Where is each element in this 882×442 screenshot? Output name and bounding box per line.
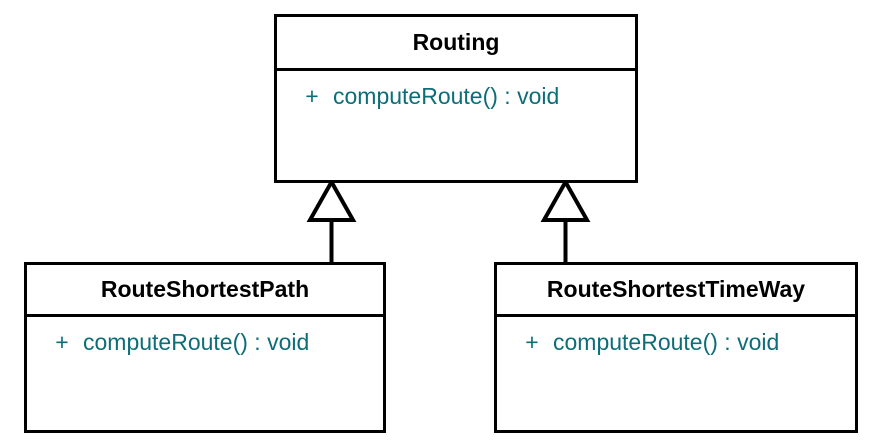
uml-class-name-band: Routing [277, 17, 635, 71]
uml-class-routing[interactable]: Routing + computeRoute() : void [274, 14, 638, 183]
generalization-edge-route-shortest-path[interactable] [296, 177, 368, 268]
uml-class-route-shortest-time-way[interactable]: RouteShortestTimeWay + computeRoute() : … [494, 262, 858, 433]
uml-class-route-shortest-path[interactable]: RouteShortestPath + computeRoute() : voi… [24, 262, 386, 433]
uml-class-name-label: RouteShortestTimeWay [546, 276, 806, 302]
uml-class-name-label: RouteShortestPath [100, 276, 310, 302]
visibility-marker: + [305, 83, 319, 109]
uml-operation-row[interactable]: + computeRoute() : void [291, 83, 635, 110]
operation-signature: computeRoute() : void [83, 329, 310, 355]
hollow-triangle-arrowhead-icon [540, 177, 591, 222]
visibility-marker: + [55, 329, 69, 355]
uml-operation-row[interactable]: + computeRoute() : void [511, 329, 855, 356]
uml-operations-compartment: + computeRoute() : void [497, 317, 855, 430]
uml-operation-row[interactable]: + computeRoute() : void [41, 329, 383, 356]
uml-operations-compartment: + computeRoute() : void [27, 317, 383, 430]
hollow-triangle-arrowhead-icon [306, 177, 357, 222]
operation-signature: computeRoute() : void [553, 329, 780, 355]
visibility-marker: + [525, 329, 539, 355]
generalization-edge-route-shortest-time-way[interactable] [530, 177, 602, 268]
uml-class-name-label: Routing [412, 29, 500, 55]
uml-class-name-band: RouteShortestPath [27, 265, 383, 317]
uml-class-name-band: RouteShortestTimeWay [497, 265, 855, 317]
uml-operations-compartment: + computeRoute() : void [277, 71, 635, 180]
operation-signature: computeRoute() : void [333, 83, 560, 109]
